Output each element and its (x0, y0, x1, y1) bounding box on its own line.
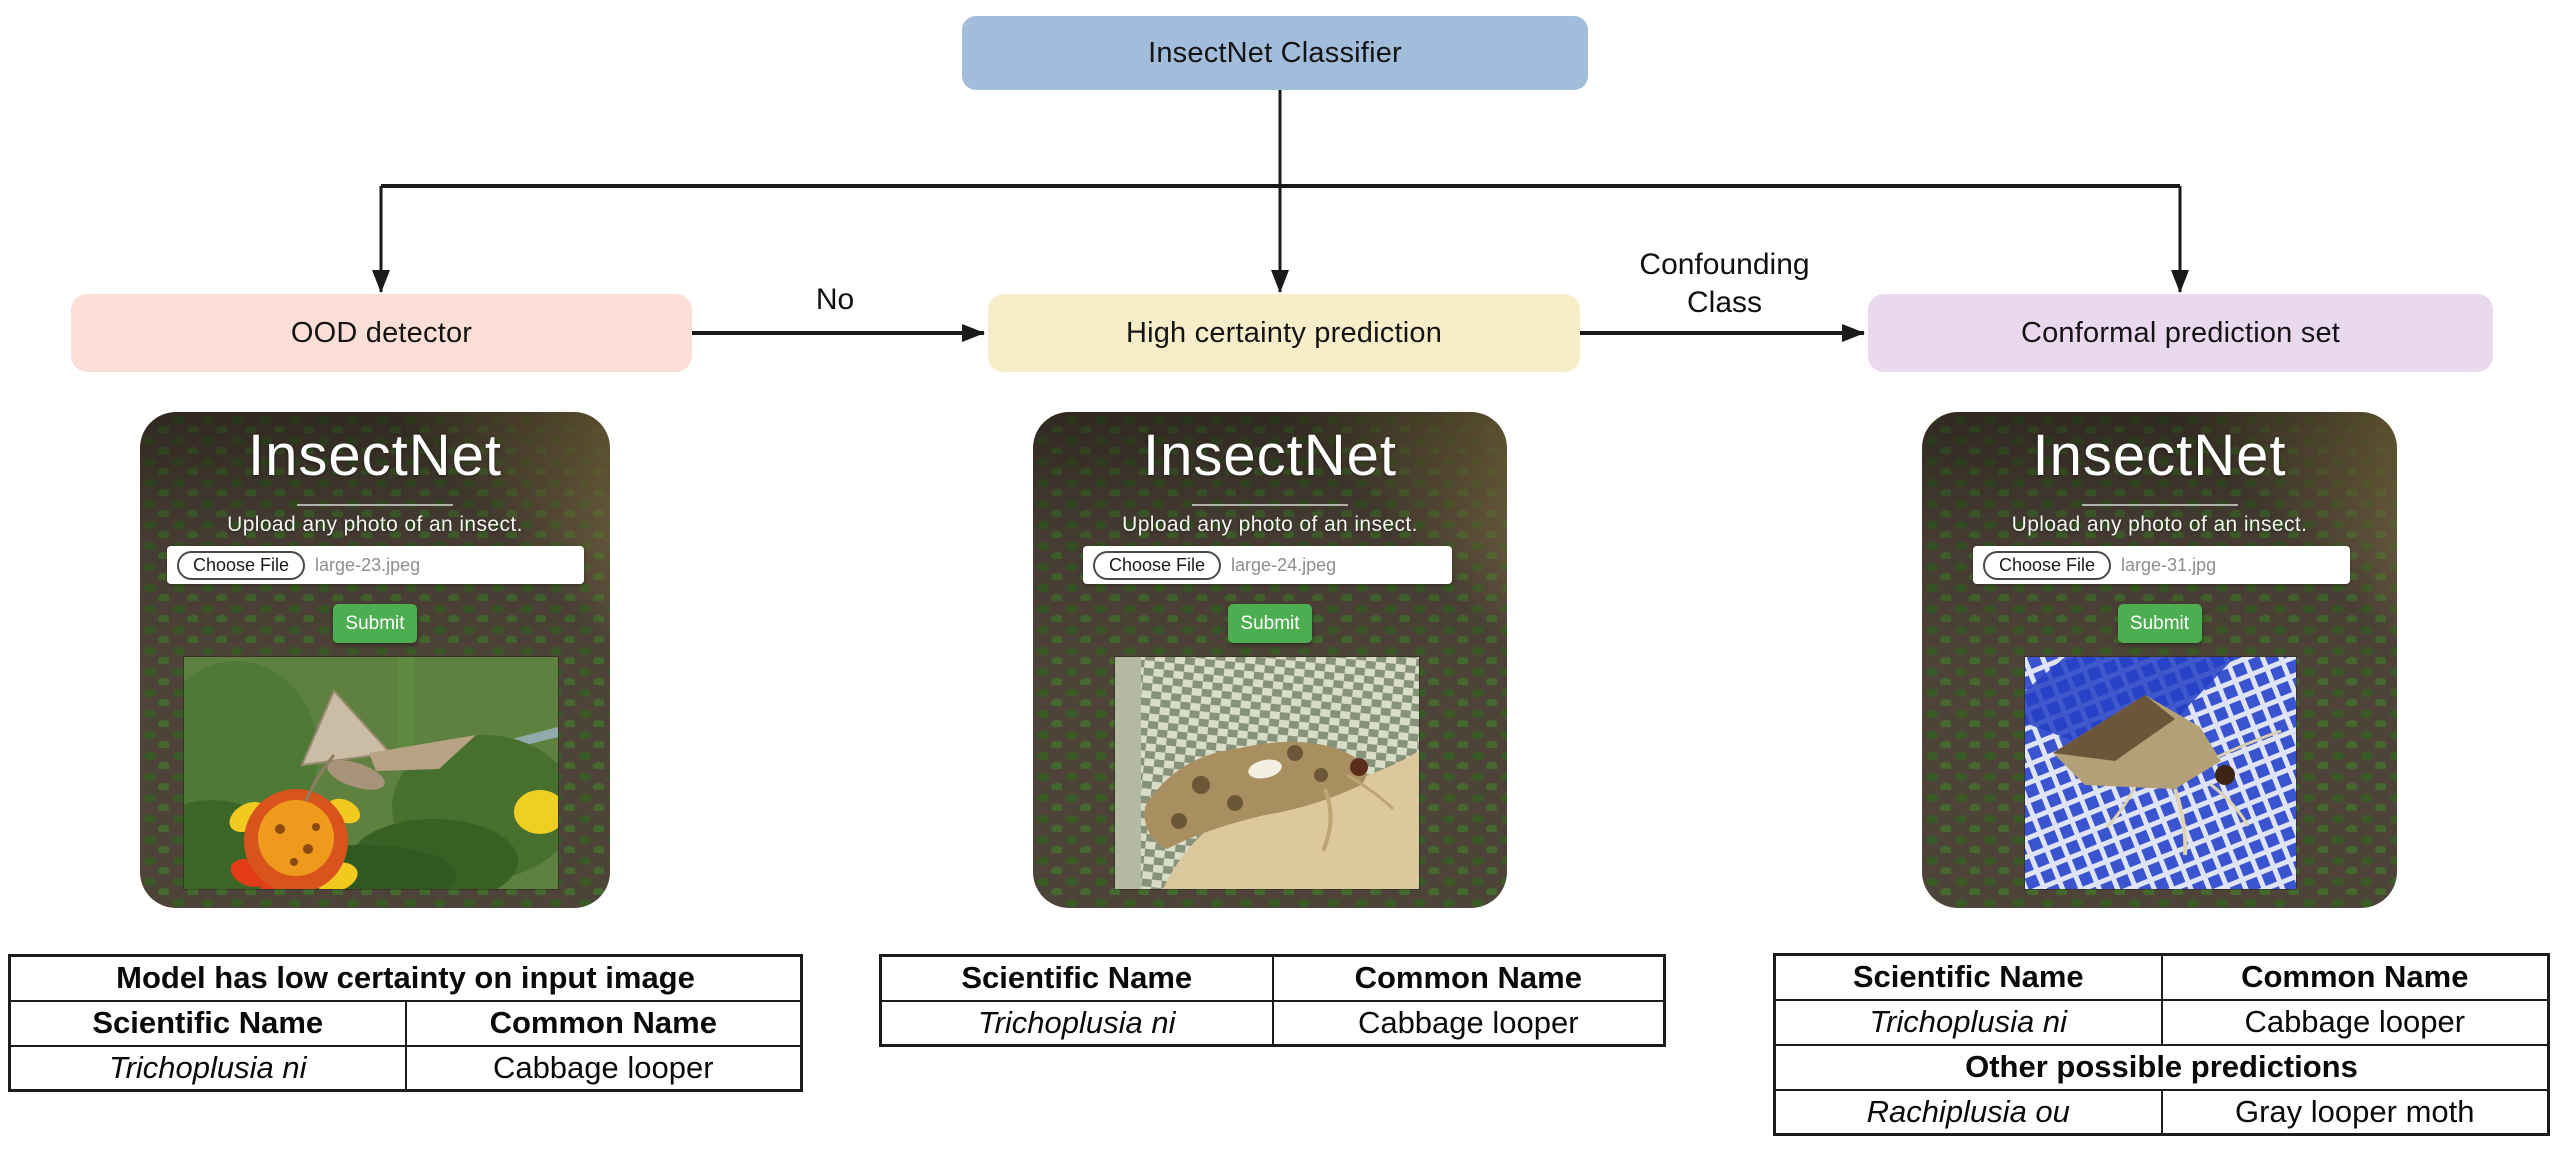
file-name: large-24.jpeg (1231, 554, 1337, 575)
submit-button[interactable]: Submit (333, 604, 417, 643)
edge-label-no: No (815, 283, 855, 316)
node-ood-detector: OOD detector (71, 294, 692, 372)
table-row: Scientific Name Common Name (1773, 953, 2550, 1001)
moth (1144, 741, 1395, 852)
result-table-conformal: Scientific Name Common Name Trichoplusia… (1773, 953, 2550, 1136)
upload-instruction: Upload any photo of an insect. (2011, 513, 2308, 536)
node-insectnet-classifier: InsectNet Classifier (962, 16, 1588, 90)
table-row: Trichoplusia ni Cabbage looper (879, 999, 1666, 1047)
scientific-name-cell: Trichoplusia ni (8, 1044, 407, 1092)
app-title: InsectNet (2032, 423, 2287, 488)
node-label: Conformal prediction set (2020, 316, 2341, 349)
scientific-name-cell: Trichoplusia ni (879, 999, 1274, 1047)
title-divider (1192, 504, 1348, 506)
insectnet-app-screenshot-conformal: InsectNet Upload any photo of an insect.… (1922, 412, 2397, 908)
col-header-common-name: Common Name (2160, 953, 2550, 1001)
col-header-scientific-name: Scientific Name (879, 954, 1274, 1002)
moth (300, 689, 476, 802)
node-label: High certainty prediction (1125, 316, 1443, 349)
col-header-scientific-name: Scientific Name (1773, 953, 2163, 1001)
common-name-cell: Cabbage looper (1271, 999, 1666, 1047)
uploaded-insect-photo-moth-on-tan-surface (1115, 657, 1419, 889)
node-label: InsectNet Classifier (1148, 36, 1402, 69)
result-table-high-certainty: Scientific Name Common Name Trichoplusia… (879, 954, 1666, 1047)
node-high-certainty-prediction: High certainty prediction (988, 294, 1580, 372)
submit-button[interactable]: Submit (2117, 604, 2202, 643)
scientific-name-cell: Trichoplusia ni (1773, 998, 2163, 1046)
other-predictions-banner: Other possible predictions (1773, 1043, 2550, 1091)
file-name: large-31.jpg (2121, 554, 2217, 575)
marigold-flower (229, 789, 361, 889)
choose-file-button[interactable]: Choose File (1093, 550, 1222, 580)
low-certainty-banner: Model has low certainty on input image (8, 954, 803, 1002)
moth (2053, 695, 2282, 856)
table-row: Other possible predictions (1773, 1043, 2550, 1091)
file-input[interactable]: Choose File large-23.jpeg (167, 546, 584, 584)
common-name-cell: Gray looper moth (2160, 1088, 2550, 1136)
table-row: Rachiplusia ou Gray looper moth (1773, 1088, 2550, 1136)
table-row: Model has low certainty on input image (8, 954, 803, 1002)
table-row: Scientific Name Common Name (879, 954, 1666, 1002)
choose-file-button[interactable]: Choose File (1983, 550, 2112, 580)
app-title: InsectNet (1143, 423, 1397, 488)
insectnet-app-screenshot-ood: InsectNet Upload any photo of an insect.… (140, 412, 610, 908)
uploaded-insect-photo-moth-on-blue-mesh (2025, 657, 2296, 889)
col-header-common-name: Common Name (404, 999, 803, 1047)
uploaded-insect-photo-moth-on-marigold (184, 657, 558, 889)
insectnet-app-screenshot-high-certainty: InsectNet Upload any photo of an insect.… (1033, 412, 1507, 908)
common-name-cell: Cabbage looper (404, 1044, 803, 1092)
node-conformal-prediction-set: Conformal prediction set (1868, 294, 2493, 372)
node-label: OOD detector (290, 316, 473, 349)
table-row: Trichoplusia ni Cabbage looper (1773, 998, 2550, 1046)
file-input[interactable]: Choose File large-24.jpeg (1083, 546, 1452, 584)
col-header-scientific-name: Scientific Name (8, 999, 407, 1047)
file-input[interactable]: Choose File large-31.jpg (1973, 546, 2350, 584)
scientific-name-cell: Rachiplusia ou (1773, 1088, 2163, 1136)
title-divider (2081, 504, 2238, 506)
upload-instruction: Upload any photo of an insect. (1122, 513, 1418, 536)
choose-file-button[interactable]: Choose File (177, 550, 306, 580)
upload-instruction: Upload any photo of an insect. (227, 513, 523, 536)
title-divider (297, 504, 453, 506)
app-title: InsectNet (248, 423, 502, 488)
table-row: Trichoplusia ni Cabbage looper (8, 1044, 803, 1092)
edge-label-confounding-class: Confounding Class (1639, 248, 1810, 319)
submit-button[interactable]: Submit (1228, 604, 1312, 643)
result-table-ood: Model has low certainty on input image S… (8, 954, 803, 1092)
file-name: large-23.jpeg (315, 554, 421, 575)
col-header-common-name: Common Name (1271, 954, 1666, 1002)
common-name-cell: Cabbage looper (2160, 998, 2550, 1046)
table-row: Scientific Name Common Name (8, 999, 803, 1047)
